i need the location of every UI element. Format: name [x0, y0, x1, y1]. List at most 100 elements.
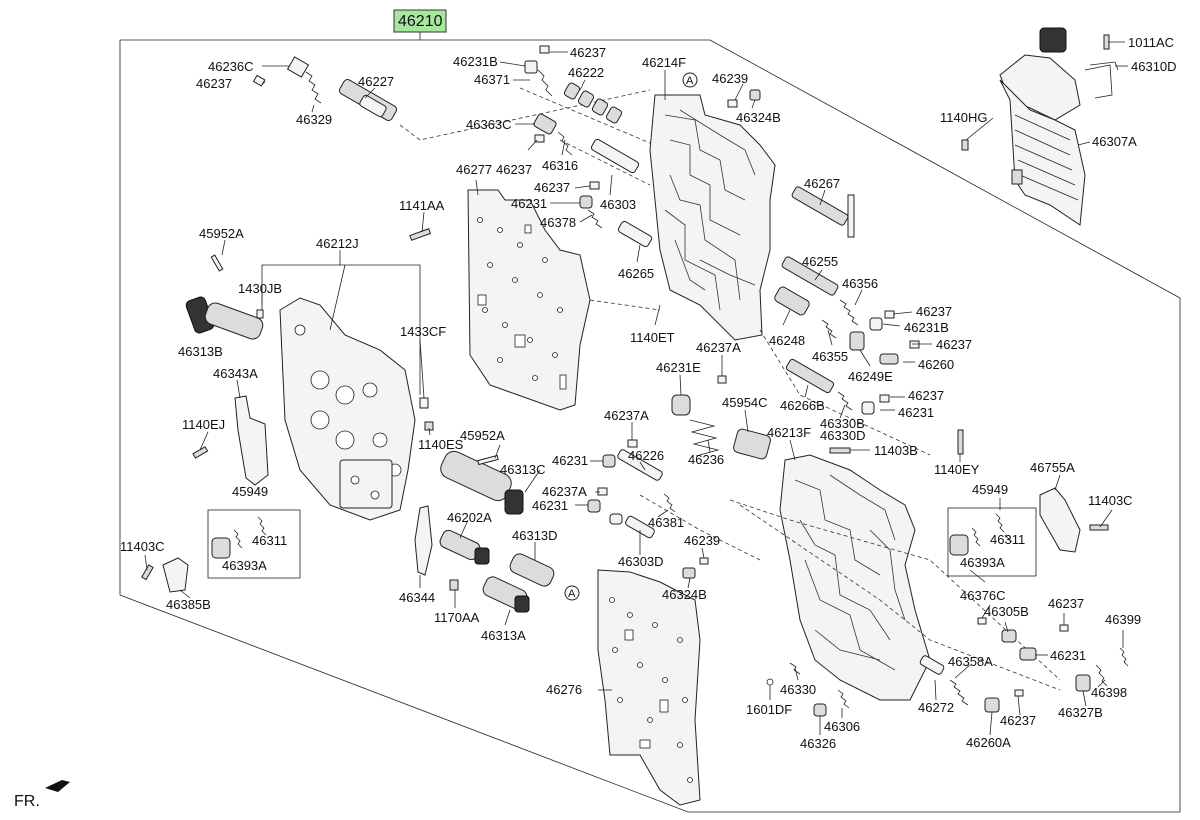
label-46755A[interactable]: 46755A	[1030, 460, 1075, 475]
label-46239[interactable]: 46239	[684, 533, 720, 548]
label-46236[interactable]: 46236	[688, 452, 724, 467]
label-46356[interactable]: 46356	[842, 276, 878, 291]
label-46227[interactable]: 46227	[358, 74, 394, 89]
label-46311[interactable]: 46311	[990, 532, 1025, 547]
label-46231[interactable]: 46231	[511, 196, 547, 211]
label-46313C[interactable]: 46313C	[500, 462, 546, 477]
label-46237A[interactable]: 46237A	[696, 340, 741, 355]
assembly-label[interactable]: 46210	[398, 13, 443, 30]
label-46326[interactable]: 46326	[800, 736, 836, 751]
label-46330[interactable]: 46330	[780, 682, 816, 697]
label-46330D[interactable]: 46330D	[820, 428, 866, 443]
label-46212J[interactable]: 46212J	[316, 236, 359, 251]
label-46231E[interactable]: 46231E	[656, 360, 701, 375]
label-45949[interactable]: 45949	[972, 482, 1008, 497]
label-46231[interactable]: 46231	[898, 405, 934, 420]
label-45952A[interactable]: 45952A	[199, 226, 244, 241]
label-46329[interactable]: 46329	[296, 112, 332, 127]
label-46237[interactable]: 46237	[916, 304, 952, 319]
label-46393A[interactable]: 46393A	[222, 558, 267, 573]
label-1140EJ[interactable]: 1140EJ	[182, 417, 225, 432]
label-46393A[interactable]: 46393A	[960, 555, 1005, 570]
label-46344[interactable]: 46344	[399, 590, 435, 605]
label-1141AA[interactable]: 1141AA	[399, 198, 445, 213]
label-1601DF[interactable]: 1601DF	[746, 702, 792, 717]
label-45954C[interactable]: 45954C	[722, 395, 768, 410]
label-46237A[interactable]: 46237A	[604, 408, 649, 423]
label-46260[interactable]: 46260	[918, 357, 954, 372]
label-1011AC[interactable]: 1011AC	[1128, 35, 1174, 50]
label-46222[interactable]: 46222	[568, 65, 604, 80]
label-1140ET[interactable]: 1140ET	[630, 330, 675, 345]
label-46303D[interactable]: 46303D	[618, 554, 664, 569]
label-1140ES[interactable]: 1140ES	[418, 437, 464, 452]
label-46237[interactable]: 46237	[1048, 596, 1084, 611]
label-46313A[interactable]: 46313A	[481, 628, 526, 643]
label-1140EY[interactable]: 1140EY	[934, 462, 980, 477]
label-46307A[interactable]: 46307A	[1092, 134, 1137, 149]
label-46237[interactable]: 46237	[570, 45, 606, 60]
label-45949[interactable]: 45949	[232, 484, 268, 499]
label-11403C[interactable]: 11403C	[120, 539, 165, 554]
label-46248[interactable]: 46248	[769, 333, 805, 348]
label-46237[interactable]: 46237	[496, 162, 532, 177]
label-46398[interactable]: 46398	[1091, 685, 1127, 700]
label-46399[interactable]: 46399	[1105, 612, 1141, 627]
label-46313B[interactable]: 46313B	[178, 344, 223, 359]
label-46202A[interactable]: 46202A	[447, 510, 492, 525]
label-46226[interactable]: 46226	[628, 448, 664, 463]
label-46236C[interactable]: 46236C	[208, 59, 254, 74]
label-1430JB[interactable]: 1430JB	[238, 281, 282, 296]
label-46378[interactable]: 46378	[540, 215, 576, 230]
label-46239[interactable]: 46239	[712, 71, 748, 86]
label-46265[interactable]: 46265	[618, 266, 654, 281]
label-46237[interactable]: 46237	[534, 180, 570, 195]
label-46260A[interactable]: 46260A	[966, 735, 1011, 750]
label-46237[interactable]: 46237	[908, 388, 944, 403]
label-46249E[interactable]: 46249E	[848, 369, 893, 384]
label-46266B[interactable]: 46266B	[780, 398, 825, 413]
label-46237[interactable]: 46237	[936, 337, 972, 352]
label-46237[interactable]: 46237	[196, 76, 232, 91]
label-1140HG[interactable]: 1140HG	[940, 110, 987, 125]
label-46363C[interactable]: 46363C	[466, 117, 512, 132]
label-46237[interactable]: 46237	[1000, 713, 1036, 728]
label-46237A[interactable]: 46237A	[542, 484, 587, 499]
label-46343A[interactable]: 46343A	[213, 366, 258, 381]
label-46355[interactable]: 46355	[812, 349, 848, 364]
label-46231B[interactable]: 46231B	[904, 320, 949, 335]
label-46272[interactable]: 46272	[918, 700, 954, 715]
label-46313D[interactable]: 46313D	[512, 528, 558, 543]
label-46358A[interactable]: 46358A	[948, 654, 993, 669]
label-1170AA[interactable]: 1170AA	[434, 610, 480, 625]
label-46310D[interactable]: 46310D	[1131, 59, 1177, 74]
label-46316[interactable]: 46316	[542, 158, 578, 173]
label-46277[interactable]: 46277	[456, 162, 492, 177]
label-11403C[interactable]: 11403C	[1088, 493, 1133, 508]
label-46324B[interactable]: 46324B	[736, 110, 781, 125]
label-11403B[interactable]: 11403B	[874, 443, 918, 458]
label-46376C[interactable]: 46376C	[960, 588, 1006, 603]
label-46381[interactable]: 46381	[648, 515, 684, 530]
label-46311[interactable]: 46311	[252, 533, 287, 548]
label-46371[interactable]: 46371	[474, 72, 510, 87]
label-46267[interactable]: 46267	[804, 176, 840, 191]
label-46255[interactable]: 46255	[802, 254, 838, 269]
label-46324B[interactable]: 46324B	[662, 587, 707, 602]
label-46327B[interactable]: 46327B	[1058, 705, 1103, 720]
label-46231B[interactable]: 46231B	[453, 54, 498, 69]
label-45952A[interactable]: 45952A	[460, 428, 505, 443]
label-46231[interactable]: 46231	[552, 453, 588, 468]
label-46231[interactable]: 46231	[532, 498, 568, 513]
callout-a-top-label[interactable]: A	[686, 75, 694, 87]
label-46303[interactable]: 46303	[600, 197, 636, 212]
label-46305B[interactable]: 46305B	[984, 604, 1029, 619]
label-46276[interactable]: 46276	[546, 682, 582, 697]
label-46306[interactable]: 46306	[824, 719, 860, 734]
label-46385B[interactable]: 46385B	[166, 597, 211, 612]
label-46213F[interactable]: 46213F	[767, 425, 811, 440]
label-1433CF[interactable]: 1433CF	[400, 324, 446, 339]
label-46231[interactable]: 46231	[1050, 648, 1086, 663]
callout-a-bottom-label[interactable]: A	[568, 588, 576, 600]
label-46330B[interactable]: 46330B	[820, 416, 865, 431]
